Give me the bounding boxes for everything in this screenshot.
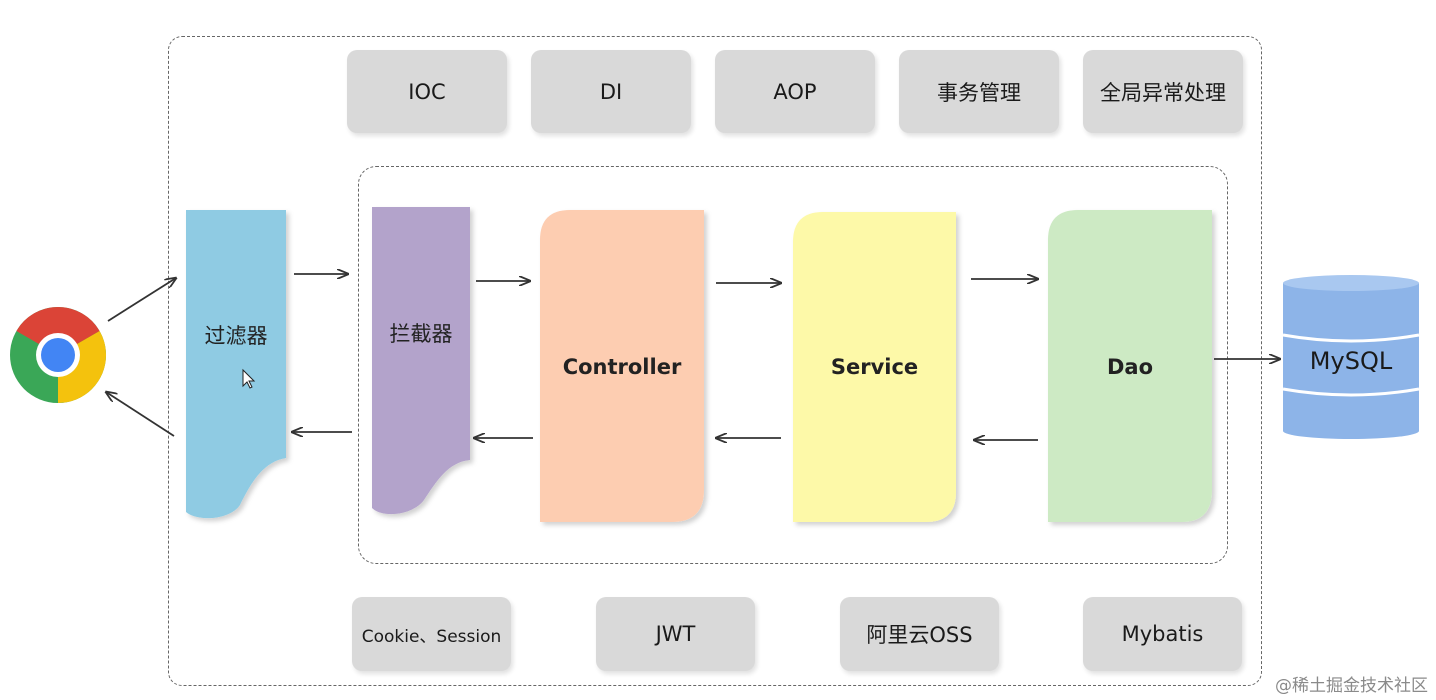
interceptor-shape [372, 207, 470, 515]
chip-exception-handling: 全局异常处理 [1083, 50, 1243, 133]
application-boundary [168, 36, 1262, 686]
dao-label: Dao [1106, 355, 1154, 379]
chip-cookie-session: Cookie、Session [352, 597, 511, 671]
mysql-label: MySQL [1309, 347, 1393, 375]
chip-label: 阿里云OSS [866, 623, 973, 647]
controller-label: Controller [562, 355, 682, 379]
chip-label: IOC [408, 79, 446, 104]
request-pipeline-boundary [358, 166, 1228, 564]
service-shape [793, 212, 956, 522]
interceptor-label: 拦截器 [389, 322, 453, 346]
chip-label: Mybatis [1121, 622, 1204, 646]
filter-shape [186, 210, 286, 519]
chrome-icon [10, 306, 107, 403]
chip-aliyun-oss: 阿里云OSS [840, 597, 999, 671]
chip-label: JWT [655, 622, 696, 646]
service-label: Service [830, 355, 919, 379]
dao-shape [1048, 210, 1212, 522]
chip-mybatis: Mybatis [1083, 597, 1242, 671]
chip-ioc: IOC [347, 50, 507, 133]
watermark: @稀土掘金技术社区 [1275, 676, 1428, 696]
chip-aop: AOP [715, 50, 875, 133]
chip-label: 事务管理 [937, 80, 1021, 105]
chip-label: AOP [773, 79, 817, 104]
chip-transaction: 事务管理 [899, 50, 1059, 133]
chip-label: 全局异常处理 [1100, 80, 1226, 105]
chip-di: DI [531, 50, 691, 133]
chip-label: DI [599, 79, 623, 104]
arrow-browser-to-filter [107, 278, 176, 322]
chip-label: Cookie、Session [361, 626, 502, 647]
chip-jwt: JWT [596, 597, 755, 671]
cursor-icon [242, 368, 256, 389]
controller-shape [540, 210, 704, 522]
arrow-filter-to-browser [106, 392, 175, 437]
mysql-database-icon [1282, 275, 1420, 439]
filter-label: 过滤器 [204, 324, 268, 348]
